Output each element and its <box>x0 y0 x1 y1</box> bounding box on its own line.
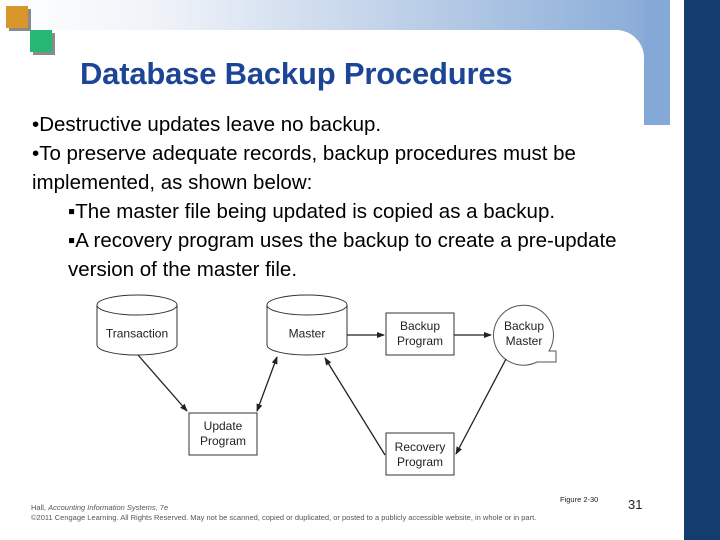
page-number: 31 <box>628 497 643 512</box>
arrow-recovery-to-master <box>324 357 386 456</box>
sub-bullet-item: ▪The master file being updated is copied… <box>68 200 556 223</box>
slide-title: Database Backup Procedures <box>80 56 513 91</box>
backup-master-label: Backup Master <box>503 319 545 348</box>
bullet-dot-icon: • <box>32 142 40 165</box>
arrow-backup-master-to-recovery <box>455 358 507 455</box>
square-bullet-icon: ▪ <box>68 200 76 223</box>
sub-bullet-item: ▪A recovery program uses the backup to c… <box>68 229 617 281</box>
bullet-item: •To preserve adequate records, backup pr… <box>32 142 576 194</box>
figure-caption: Figure 2-30 <box>560 495 599 504</box>
side-accent-strip <box>644 0 670 125</box>
orange-square-decoration <box>6 6 28 28</box>
arrow-update-master-bidirectional <box>256 356 278 412</box>
backup-program-label: Backup Program <box>396 319 444 348</box>
master-file-icon <box>266 294 348 356</box>
arrow-transaction-to-update <box>137 354 188 412</box>
recovery-program-label: Recovery Program <box>394 440 446 469</box>
footer-citation: Hall, Accounting Information Systems, 7e <box>31 503 169 512</box>
backup-master-tape-icon <box>493 304 557 366</box>
book-title: Accounting Information Systems <box>48 503 156 512</box>
backup-program-box <box>385 312 455 356</box>
bullet-list: •Destructive updates leave no backup. •T… <box>32 110 677 284</box>
header-content-area <box>0 30 644 130</box>
square-bullet-icon: ▪ <box>68 229 76 252</box>
bullet-dot-icon: • <box>32 113 40 136</box>
update-program-box <box>188 412 258 456</box>
footer-copyright: ©2011 Cengage Learning. All Rights Reser… <box>31 513 537 522</box>
bullet-item: •Destructive updates leave no backup. <box>32 113 382 136</box>
update-program-label: Update Program <box>199 419 247 448</box>
transaction-label: Transaction <box>105 326 169 341</box>
side-navy-bar <box>684 0 720 540</box>
green-square-decoration <box>30 30 52 52</box>
transaction-file-icon <box>96 294 178 356</box>
master-label: Master <box>288 326 326 341</box>
recovery-program-box <box>385 432 455 476</box>
